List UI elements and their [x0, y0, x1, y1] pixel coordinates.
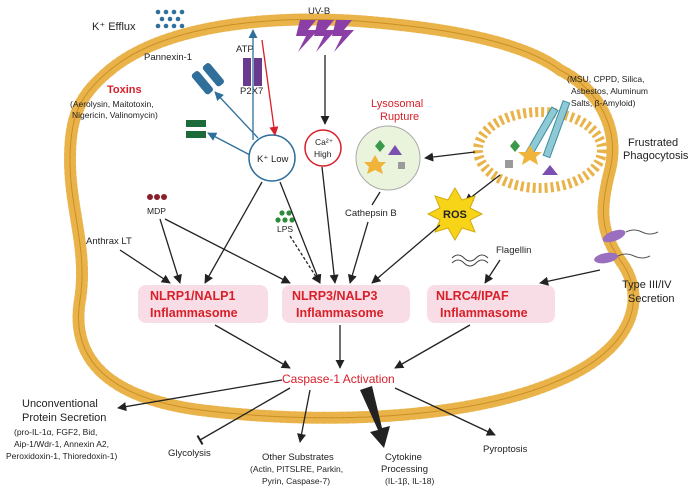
mdp-nlrp1-arrow [159, 218, 182, 284]
phagosome [473, 100, 607, 193]
mdp-dots [147, 194, 167, 200]
nlrc4-line1: NLRC4/IPAF [436, 289, 509, 303]
flagellin-label: Flagellin [496, 245, 531, 256]
klow-nlrp1-arrow [204, 181, 263, 284]
type3-label-1: Type III/IV [622, 279, 672, 291]
cell-membrane [63, 13, 640, 424]
lps-nlrp3-arrow [289, 235, 321, 284]
pannexin-label: Pannexin-1 [144, 52, 192, 63]
phago-lyso-arrow [424, 151, 476, 162]
unconv-list-2: Aip-1/Wdr-1, Annexin A2, [14, 439, 109, 449]
particle-square [505, 160, 513, 168]
p2x7-channel [243, 58, 262, 86]
particle-star [518, 145, 542, 165]
lyso-triangle [388, 145, 402, 155]
k-dots [155, 9, 185, 29]
glycolysis-label: Glycolysis [168, 448, 211, 459]
caspase-label: Caspase-1 Activation [282, 372, 395, 386]
nlrp3-line1: NLRP3/NALP3 [292, 289, 377, 303]
particle-triangle [542, 165, 558, 175]
cytokine-label-1: Cytokine [385, 452, 422, 463]
mdp-nlrp3-arrow [164, 218, 291, 284]
uvb-bolts [296, 20, 354, 52]
cathepsin-nlrp3-arrow [347, 221, 369, 284]
unconv-list-3: Peroxidoxin-1, Thioredoxin-1) [6, 451, 118, 461]
cytokine-list: (IL-1β, IL-18) [385, 476, 434, 486]
uvb-label: UV-B [308, 6, 330, 17]
pannexin-arrow [214, 91, 259, 139]
nlrp1-casp-arrow [214, 324, 291, 369]
lyso-diamond [375, 140, 385, 152]
other-list-1: (Actin, PITSLRE, Parkin, [250, 464, 343, 474]
particles-list-2: Asbestos, Aluminum [571, 86, 648, 96]
lps-dots [275, 210, 295, 223]
inflammasome-nlrp1: NLRP1/NALP1 Inflammasome [138, 285, 268, 323]
casp-pyroptosis-arrow [394, 387, 496, 436]
cathepsin-label: Cathepsin B [345, 208, 397, 219]
lyso-star [364, 155, 386, 174]
toxins-title: Toxins [107, 84, 142, 96]
crystal-2 [542, 100, 571, 159]
nlrc4-line2: Inflammasome [440, 306, 528, 320]
ros-label: ROS [443, 209, 467, 221]
pannexin-channel [191, 63, 224, 95]
nlrp1-line1: NLRP1/NALP1 [150, 289, 235, 303]
particles-list-3: Salts, β-Amyloid) [571, 98, 636, 108]
casp-glycolysis-inhibit [196, 387, 291, 446]
particles-list-1: (MSU, CPPD, Silica, [567, 74, 644, 84]
flagellin-squiggle [451, 254, 489, 267]
lyso-cathepsin-arrow [371, 191, 381, 206]
inflammasome-nlrc4: NLRC4/IPAF Inflammasome [427, 285, 555, 323]
particle-diamond [510, 140, 520, 152]
ros-burst [426, 187, 484, 241]
toxin-channel [186, 120, 206, 138]
pyroptosis-label: Pyroptosis [483, 444, 528, 455]
ca-high-label-2: High [314, 149, 332, 159]
unconv-label-1: Unconventional [22, 398, 98, 410]
p2x7-label: P2X7 [240, 86, 263, 97]
lps-label: LPS [277, 224, 293, 234]
k-efflux-label: K⁺ Efflux [92, 21, 136, 33]
type3-label-2: Secretion [628, 293, 674, 305]
bacteria [594, 229, 659, 264]
lysosomal-label-2: Rupture [380, 111, 419, 123]
lysosomal-label-1: Lysosomal [371, 98, 423, 110]
type3-nlrc4-arrow [539, 269, 601, 286]
anthrax-label: Anthrax LT [86, 236, 132, 247]
casp-unconv-arrow [117, 379, 283, 412]
flagellin-nlrc4-arrow [484, 259, 501, 284]
p2x7-red-arrow [261, 39, 279, 136]
k-low-label: K⁺ Low [257, 154, 289, 165]
nlrp3-line2: Inflammasome [296, 306, 384, 320]
casp-cytokine-arrow [360, 386, 390, 448]
toxins-list-2: Nigericin, Valinomycin) [72, 110, 158, 120]
ca-high-node [304, 129, 342, 167]
ca-high-label-1: Ca²⁺ [315, 137, 334, 147]
atp-label: ATP [236, 44, 254, 55]
nlrp1-line2: Inflammasome [150, 306, 238, 320]
lysosome [355, 125, 421, 191]
toxins-list-1: (Aerolysin, Maitotoxin, [70, 99, 154, 109]
unconv-label-2: Protein Secretion [22, 412, 106, 424]
cytokine-label-2: Processing [381, 464, 428, 475]
inflammasome-nlrp3: NLRP3/NALP3 Inflammasome [282, 285, 410, 323]
klow-nlrp3-arrow [279, 181, 322, 284]
toxin-arrow [207, 132, 251, 156]
ca-nlrp3-arrow [321, 166, 339, 284]
anthrax-arrow [119, 249, 171, 284]
frustrated-label-2: Phagocytosis [623, 150, 689, 162]
casp-other-arrow [297, 389, 311, 443]
ros-nlrp3-arrow [371, 224, 441, 284]
lyso-square [398, 162, 405, 169]
other-list-2: Pyrin, Caspase-7) [262, 476, 330, 486]
nlrc4-casp-arrow [394, 324, 471, 369]
mdp-label: MDP [147, 206, 166, 216]
unconv-list-1: (pro-IL-1α, FGF2, Bid, [14, 427, 97, 437]
other-title: Other Substrates [262, 452, 334, 463]
frustrated-label-1: Frustrated [628, 137, 678, 149]
